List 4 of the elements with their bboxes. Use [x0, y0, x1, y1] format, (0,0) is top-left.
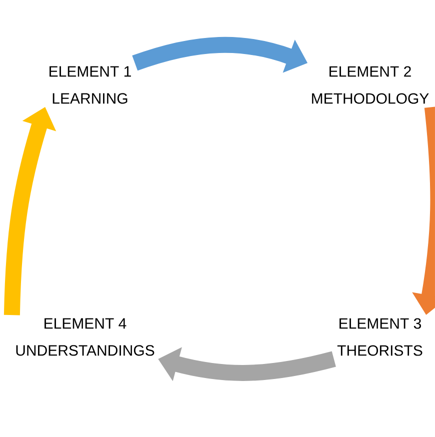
- text-label: ELEMENT 4 UNDERSTANDINGS: [16, 318, 154, 356]
- text-label: ELEMENT 3 THEORISTS: [337, 318, 422, 356]
- text-label: ELEMENT 1 LEARNING: [50, 66, 131, 104]
- text-label: ELEMENT 2 METHODOLOGY: [312, 66, 429, 104]
